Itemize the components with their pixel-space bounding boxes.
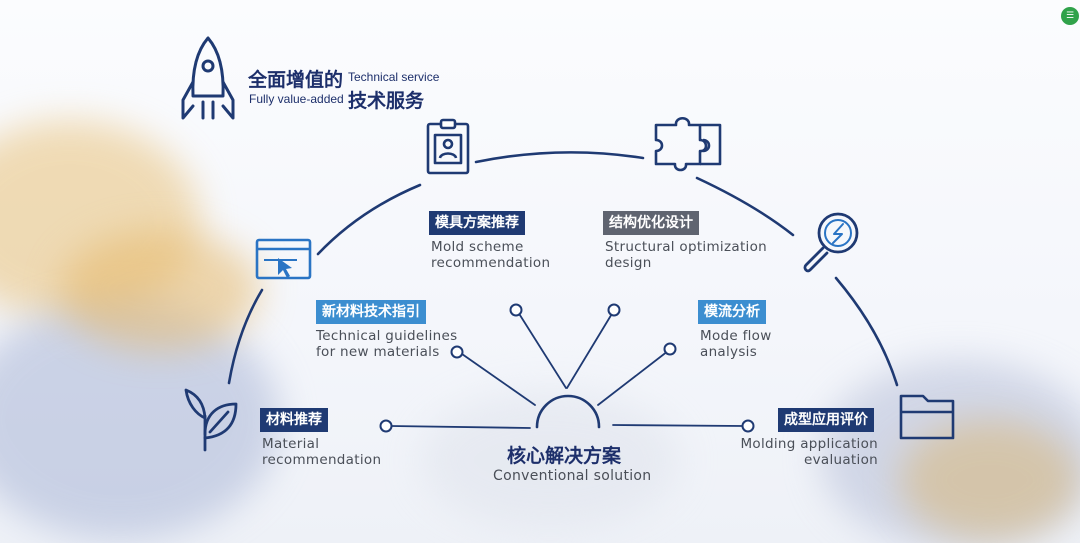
service-desc-line: Mold scheme <box>431 239 524 255</box>
spoke-line <box>461 353 536 406</box>
service-desc-line: Structural optimization <box>605 239 767 255</box>
spoke-node <box>509 303 523 317</box>
puzzle-icon <box>654 116 722 172</box>
spoke-line <box>390 425 531 429</box>
header-title-en-2: Fully value-added <box>249 92 344 106</box>
folder-icon <box>899 394 955 440</box>
service-desc-line: evaluation <box>803 452 878 468</box>
service-tag-material-recommendation: 材料推荐 <box>260 408 328 432</box>
spoke-line <box>612 424 745 427</box>
spoke-node <box>741 419 755 433</box>
corner-badge-icon[interactable]: ☰ <box>1061 7 1079 25</box>
bg-blob <box>420 390 680 530</box>
arc-segment <box>316 183 422 256</box>
bg-blob <box>60 230 260 350</box>
service-tag-new-material-guidelines: 新材料技术指引 <box>316 300 426 324</box>
spoke-node <box>663 342 677 356</box>
arc-segment <box>474 151 645 164</box>
header-title-cn-2: 技术服务 <box>348 90 425 112</box>
magnifier-icon <box>803 212 859 273</box>
header-title-cn-1: 全面增值的 <box>248 69 344 91</box>
id-badge-icon <box>426 118 470 175</box>
spoke-node <box>607 303 621 317</box>
arc-segment <box>834 276 899 387</box>
core-solution-title: 核心解决方案 <box>507 445 622 467</box>
spoke-line <box>517 311 567 389</box>
service-tag-structural-optimization: 结构优化设计 <box>603 211 699 235</box>
service-tag-mold-scheme: 模具方案推荐 <box>429 211 525 235</box>
service-tag-molding-evaluation: 成型应用评价 <box>778 408 874 432</box>
arc-segment <box>695 176 795 237</box>
rocket-icon <box>181 36 235 120</box>
service-tag-mode-flow-analysis: 模流分析 <box>698 300 766 324</box>
core-solution-subtitle: Conventional solution <box>493 468 652 484</box>
arc-segment <box>227 288 264 385</box>
browser-cursor-icon <box>255 238 312 280</box>
bg-blob <box>900 420 1080 540</box>
service-desc-line: recommendation <box>431 255 551 271</box>
spoke-node <box>379 419 393 433</box>
header-title-en-1: Technical service <box>348 70 440 84</box>
service-desc-line: Mode flow <box>700 328 772 344</box>
service-desc-line: Material <box>262 436 320 452</box>
spoke-line <box>597 350 669 406</box>
spoke-node <box>450 345 464 359</box>
core-semicircle <box>535 394 601 429</box>
service-desc-line: analysis <box>700 344 758 360</box>
service-desc-line: Molding application <box>740 436 878 452</box>
service-desc-line: design <box>605 255 652 271</box>
service-desc-line: recommendation <box>262 452 382 468</box>
spoke-line <box>566 311 614 389</box>
leaf-icon <box>184 388 238 452</box>
service-desc-line: Technical guidelines <box>316 328 458 344</box>
service-desc-line: for new materials <box>316 344 440 360</box>
